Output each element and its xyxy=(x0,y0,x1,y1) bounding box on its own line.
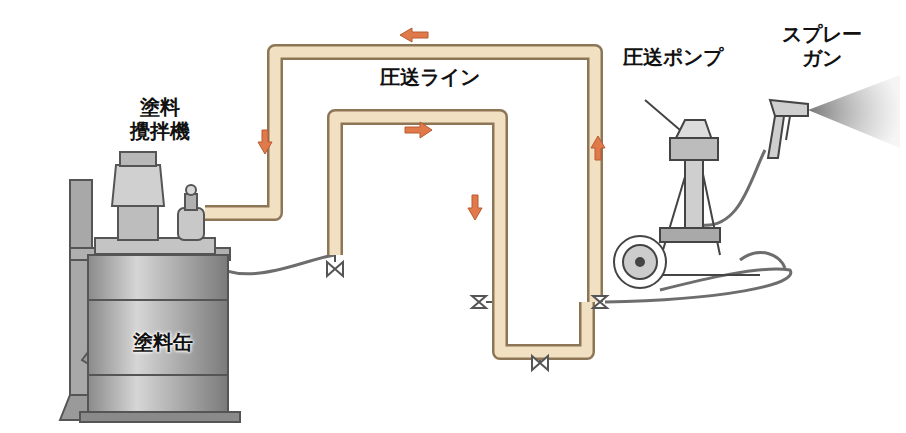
agitator-label: 塗料 攪拌機 xyxy=(126,95,194,143)
pump-label: 圧送ポンプ xyxy=(623,45,723,69)
line-label: 圧送ライン xyxy=(380,65,480,89)
can-label: 塗料缶 xyxy=(133,330,193,354)
gun-label: スプレー ガン xyxy=(779,22,865,70)
